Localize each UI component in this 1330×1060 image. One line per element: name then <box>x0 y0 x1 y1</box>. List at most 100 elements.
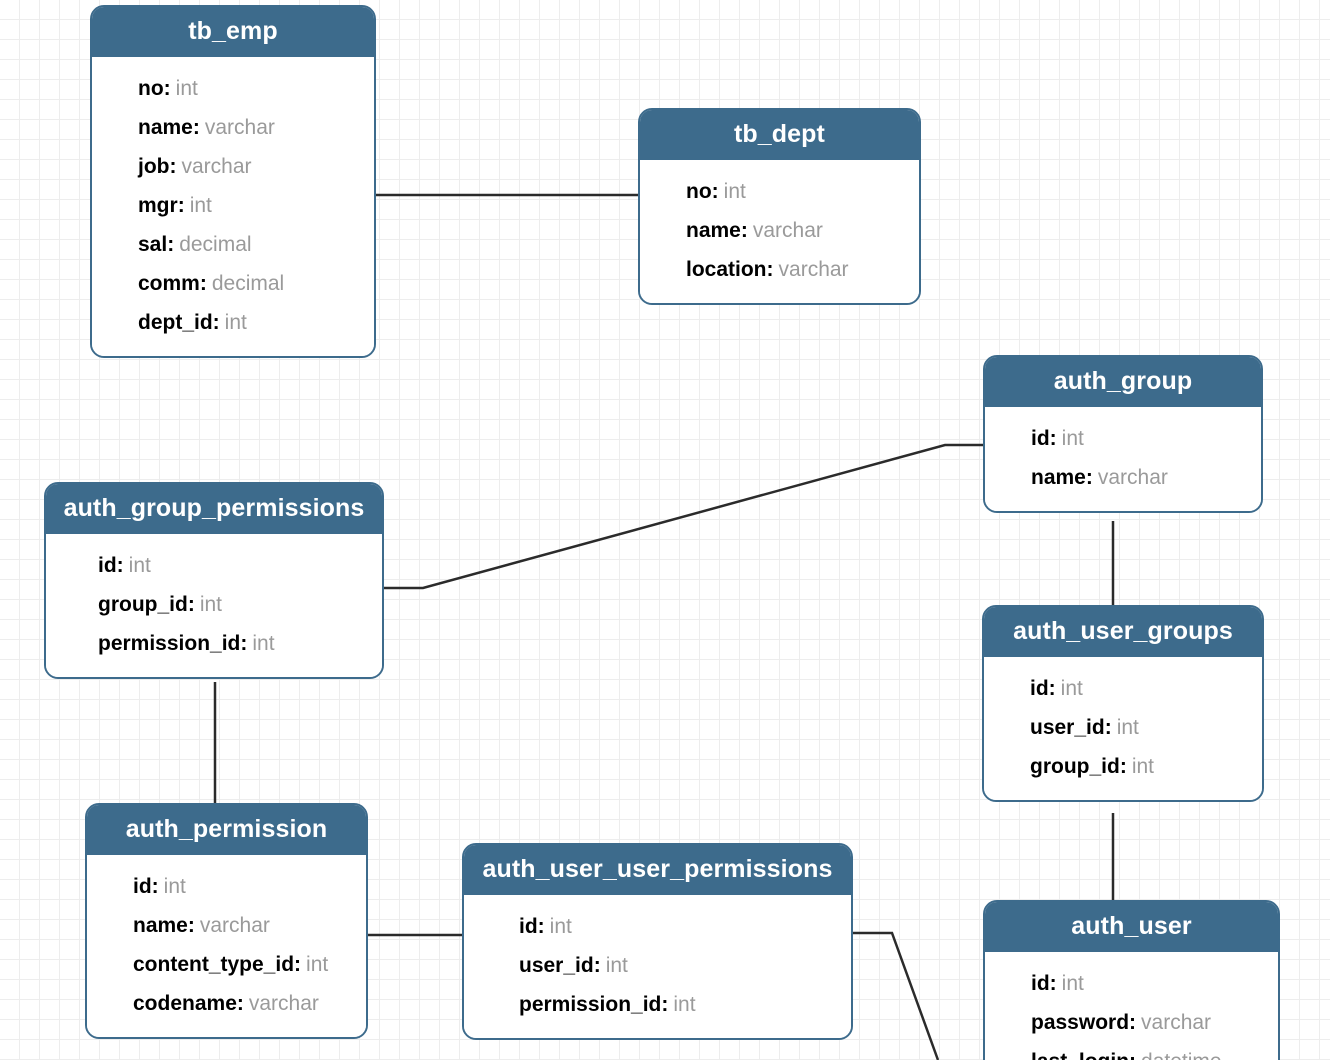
field-type: varchar <box>1141 1011 1212 1035</box>
entity-title-auth_permission: auth_permission <box>87 805 366 856</box>
field-separator: : <box>1085 466 1093 490</box>
field-type: int <box>549 915 572 939</box>
field-type: int <box>224 311 247 335</box>
field-separator: : <box>199 272 207 296</box>
field-separator: : <box>163 77 171 101</box>
field-row: id:int <box>985 419 1261 458</box>
relationship-auth_user_user_permissions-to-auth_user[interactable] <box>853 931 940 1060</box>
field-type: int <box>175 77 198 101</box>
field-row: permission_id:int <box>464 985 851 1024</box>
field-separator: : <box>740 219 748 243</box>
field-row: name:varchar <box>985 458 1261 497</box>
field-separator: : <box>711 180 719 204</box>
field-separator: : <box>177 194 185 218</box>
field-type: varchar <box>752 219 823 243</box>
field-separator: : <box>537 915 545 939</box>
field-separator: : <box>192 116 200 140</box>
field-row: mgr:int <box>92 186 374 225</box>
field-name: sal <box>138 233 168 257</box>
field-row: id:int <box>985 964 1278 1003</box>
field-type: int <box>163 875 186 899</box>
field-row: id:int <box>464 907 851 946</box>
field-type: varchar <box>204 116 275 140</box>
field-separator: : <box>1048 677 1056 701</box>
field-row: password:varchar <box>985 1003 1278 1042</box>
field-type: varchar <box>181 155 252 179</box>
field-separator: : <box>593 954 601 978</box>
field-type: int <box>199 593 223 617</box>
field-name: user_id <box>519 954 594 978</box>
field-row: user_id:int <box>464 946 851 985</box>
field-name: id <box>1031 427 1050 451</box>
field-name: comm <box>138 272 200 296</box>
entity-title-auth_user_user_permissions: auth_user_user_permissions <box>464 845 851 896</box>
field-type: varchar <box>1097 466 1168 490</box>
field-separator: : <box>1049 427 1057 451</box>
field-row: id:int <box>87 867 366 906</box>
field-row: name:varchar <box>92 108 374 147</box>
field-separator: : <box>187 914 195 938</box>
field-separator: : <box>151 875 159 899</box>
entity-title-auth_group_permissions: auth_group_permissions <box>46 484 382 535</box>
field-separator: : <box>766 258 774 282</box>
field-type: varchar <box>248 992 319 1016</box>
field-name: last_login <box>1031 1050 1129 1060</box>
field-type: int <box>128 554 151 578</box>
field-name: group_id <box>1030 755 1120 779</box>
field-row: name:varchar <box>87 906 366 945</box>
field-separator: : <box>661 993 669 1017</box>
field-type: int <box>1061 972 1084 996</box>
entity-auth_user[interactable]: auth_userid:intpassword:varcharlast_logi… <box>983 900 1280 1060</box>
field-name: id <box>1030 677 1049 701</box>
entity-title-auth_user_groups: auth_user_groups <box>984 607 1262 658</box>
field-row: dept_id:int <box>92 303 374 342</box>
field-row: no:int <box>92 69 374 108</box>
field-row: content_type_id:int <box>87 945 366 984</box>
field-separator: : <box>212 311 220 335</box>
field-name: permission_id <box>98 632 241 656</box>
field-separator: : <box>1049 972 1057 996</box>
entity-title-tb_dept: tb_dept <box>640 110 919 161</box>
field-row: comm:decimal <box>92 264 374 303</box>
field-type: decimal <box>211 272 285 296</box>
field-separator: : <box>236 992 244 1016</box>
field-separator: : <box>1129 1050 1136 1060</box>
field-row: group_id:int <box>46 585 382 624</box>
field-name: mgr <box>138 194 178 218</box>
field-name: codename <box>133 992 237 1016</box>
field-row: no:int <box>640 172 919 211</box>
field-name: id <box>133 875 152 899</box>
field-name: name <box>1031 466 1086 490</box>
field-row: id:int <box>984 669 1262 708</box>
field-separator: : <box>294 953 302 977</box>
field-separator: : <box>167 233 175 257</box>
field-separator: : <box>1129 1011 1137 1035</box>
field-type: int <box>306 953 329 977</box>
field-name: id <box>1031 972 1050 996</box>
entity-title-auth_user: auth_user <box>985 902 1278 953</box>
field-type: varchar <box>199 914 270 938</box>
field-name: location <box>686 258 767 282</box>
field-row: group_id:int <box>984 747 1262 786</box>
field-row: user_id:int <box>984 708 1262 747</box>
field-type: int <box>723 180 746 204</box>
field-name: name <box>138 116 193 140</box>
field-type: int <box>1116 716 1139 740</box>
field-row: location:varchar <box>640 250 919 289</box>
field-type: int <box>252 632 275 656</box>
field-type: int <box>605 954 628 978</box>
relationship-auth_group_permissions-to-auth_group[interactable] <box>384 443 983 590</box>
field-name: id <box>98 554 117 578</box>
